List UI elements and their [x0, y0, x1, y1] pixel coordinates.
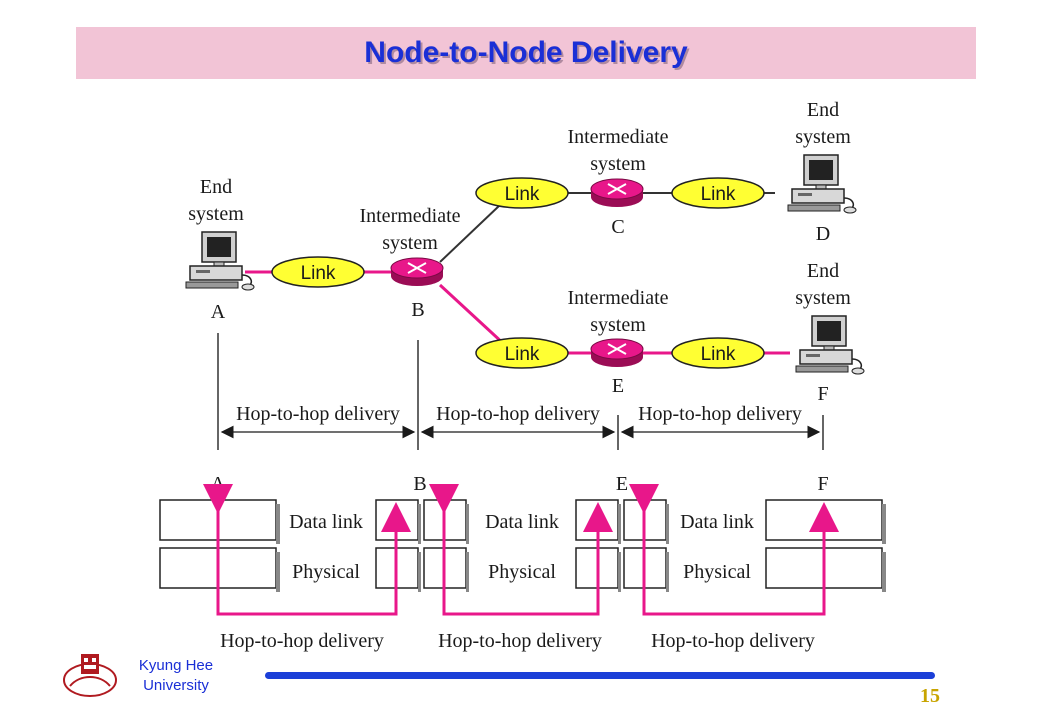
hop-label-bottom-1: Hop-to-hop delivery: [220, 630, 384, 652]
physical-label-3: Physical: [683, 561, 751, 583]
university-logo-icon: [63, 654, 117, 697]
hop-label-top-2: Hop-to-hop delivery: [436, 403, 600, 425]
intermediate-c-label-2: system: [590, 153, 646, 175]
node-f-label: F: [817, 383, 828, 405]
router-b-icon: [390, 257, 444, 287]
svg-text:Link: Link: [701, 344, 736, 365]
svg-text:Link: Link: [505, 184, 540, 205]
end-system-f-label-2: system: [795, 287, 851, 309]
delivery-path-ef: [629, 484, 839, 616]
link-pill-ef: Link: [671, 337, 765, 369]
svg-text:Link: Link: [701, 184, 736, 205]
intermediate-b-label-1: Intermediate: [359, 205, 460, 227]
link-pill-cd: Link: [671, 177, 765, 209]
datalink-label-3: Data link: [680, 511, 754, 533]
hop-label-bottom-3: Hop-to-hop delivery: [651, 630, 815, 652]
title-bar: Node-to-Node Delivery: [76, 27, 976, 79]
node-c-label: C: [611, 216, 624, 238]
datalink-label-1: Data link: [289, 511, 363, 533]
physical-label-1: Physical: [292, 561, 360, 583]
university-name-line-1: Kyung Hee: [138, 657, 214, 674]
end-system-d-label-1: End: [807, 99, 839, 121]
footer-divider: [265, 672, 935, 679]
router-e-icon: [590, 338, 644, 368]
intermediate-e-label-1: Intermediate: [567, 287, 668, 309]
hop-label-top-1: Hop-to-hop delivery: [236, 403, 400, 425]
svg-text:Link: Link: [301, 263, 336, 284]
connection-b-c: [439, 204, 501, 263]
delivery-path-be: [429, 484, 613, 616]
node-d-label: D: [816, 223, 830, 245]
page-number: 15: [920, 685, 940, 707]
physical-label-2: Physical: [488, 561, 556, 583]
intermediate-e-label-2: system: [590, 314, 646, 336]
hop-label-bottom-2: Hop-to-hop delivery: [438, 630, 602, 652]
stack-a-label: A: [211, 473, 226, 495]
node-a-label: A: [211, 301, 226, 323]
connection-b-e: [438, 283, 507, 347]
computer-d-icon: [787, 154, 857, 214]
svg-text:Link: Link: [505, 344, 540, 365]
intermediate-b-label-2: system: [382, 232, 438, 254]
hop-label-top-3: Hop-to-hop delivery: [638, 403, 802, 425]
page-title: Node-to-Node Delivery: [364, 36, 688, 69]
end-system-d-label-2: system: [795, 126, 851, 148]
university-name-line-2: University: [143, 677, 209, 694]
end-system-a-label-1: End: [200, 176, 232, 198]
stack-b-label: B: [413, 473, 426, 495]
end-system-a-label-2: system: [188, 203, 244, 225]
stack-e-label: E: [616, 473, 628, 495]
router-c-icon: [590, 178, 644, 208]
university-name: Kyung Hee University: [126, 656, 226, 696]
link-pill-be: Link: [475, 337, 569, 369]
node-b-label: B: [411, 299, 424, 321]
computer-f-icon: [795, 315, 865, 375]
end-system-f-label-1: End: [807, 260, 839, 282]
intermediate-c-label-1: Intermediate: [567, 126, 668, 148]
computer-a-icon: [185, 231, 255, 291]
delivery-path-ab: [203, 484, 411, 616]
link-pill-bc: Link: [475, 177, 569, 209]
node-e-label: E: [612, 375, 624, 397]
datalink-label-2: Data link: [485, 511, 559, 533]
link-pill-ab: Link: [271, 256, 365, 288]
stack-f-label: F: [817, 473, 828, 495]
